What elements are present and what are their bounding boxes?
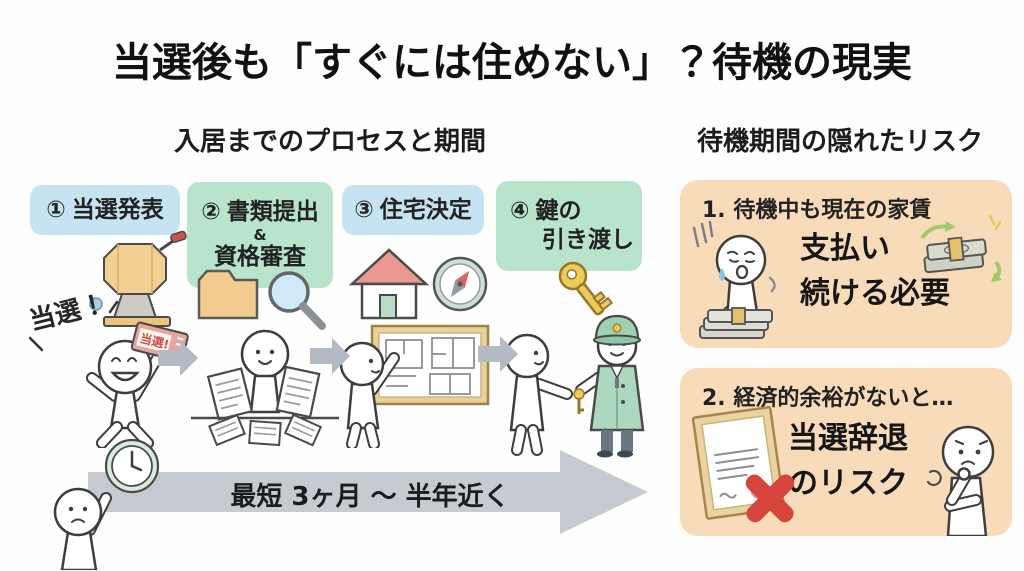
folder-icon	[197, 269, 259, 320]
svg-text:当選！: 当選！	[26, 289, 109, 337]
worried-person-money-illustration	[686, 220, 801, 346]
document-icon	[275, 365, 321, 419]
timeline-label: 最短 3ヶ月 〜 半年近く	[230, 482, 510, 512]
risk-2-title: 2. 経済的余裕がないと…	[702, 386, 954, 411]
risk-card-2: 2. 経済的余裕がないと… 当選辞退 のリスク	[680, 368, 1012, 536]
house-icon	[348, 248, 430, 320]
waiting-person-illustration	[48, 436, 160, 570]
step-1-number: ①	[46, 196, 66, 223]
officer-figure	[573, 314, 645, 458]
document-icon	[206, 367, 254, 421]
step-arrow-icon	[158, 340, 198, 376]
process-heading: 入居までのプロセスと期間	[173, 127, 486, 157]
declined-certificate-illustration	[688, 406, 808, 532]
shout-text: 当選！	[26, 289, 119, 352]
money-bundle-icon	[908, 210, 1008, 290]
page-title: 当選後も「すぐには住めない」？待機の現実	[112, 40, 912, 86]
step-2-amp: &	[253, 225, 267, 244]
officer-cap-icon	[593, 314, 641, 346]
step-2-line3: 資格審査	[214, 244, 306, 271]
risk-1-title: 1. 待機中も現在の家賃	[702, 198, 932, 223]
compass-icon	[432, 256, 488, 312]
step-2-number: ②	[201, 199, 221, 225]
step-arrow-icon	[478, 336, 518, 372]
risk-1-emphasis: 支払い 続ける必要	[800, 231, 950, 311]
step-3-number: ③	[354, 196, 374, 223]
money-stack-icon	[699, 307, 773, 339]
step-4-line2: 引き渡し	[542, 227, 634, 253]
svg-text:当選!: 当選!	[138, 330, 170, 352]
magnifier-icon	[268, 271, 326, 330]
documents-illustration	[185, 262, 345, 448]
risk-card-1: 1. 待機中も現在の家賃 支払い 続ける必要	[680, 180, 1012, 348]
red-x-icon	[745, 474, 795, 523]
key-icon	[558, 261, 614, 316]
step-4-number: ④	[510, 198, 530, 225]
housing-decision-illustration	[338, 242, 493, 448]
timeline-arrow	[88, 448, 650, 536]
lottery-machine-icon	[89, 230, 187, 327]
risk-2-emphasis: 当選辞退 のリスク	[788, 421, 908, 501]
risks-heading: 待機期間の隠れたリスク	[696, 127, 983, 157]
thinking-person-illustration	[918, 420, 1008, 536]
step-arrow-icon	[310, 338, 350, 374]
desk-papers-icon	[208, 413, 323, 447]
clock-icon	[104, 438, 160, 494]
winner-illustration: 当選！ 当選!	[22, 230, 192, 448]
handover-key-icon	[573, 388, 585, 414]
key-handover-illustration	[495, 258, 663, 458]
